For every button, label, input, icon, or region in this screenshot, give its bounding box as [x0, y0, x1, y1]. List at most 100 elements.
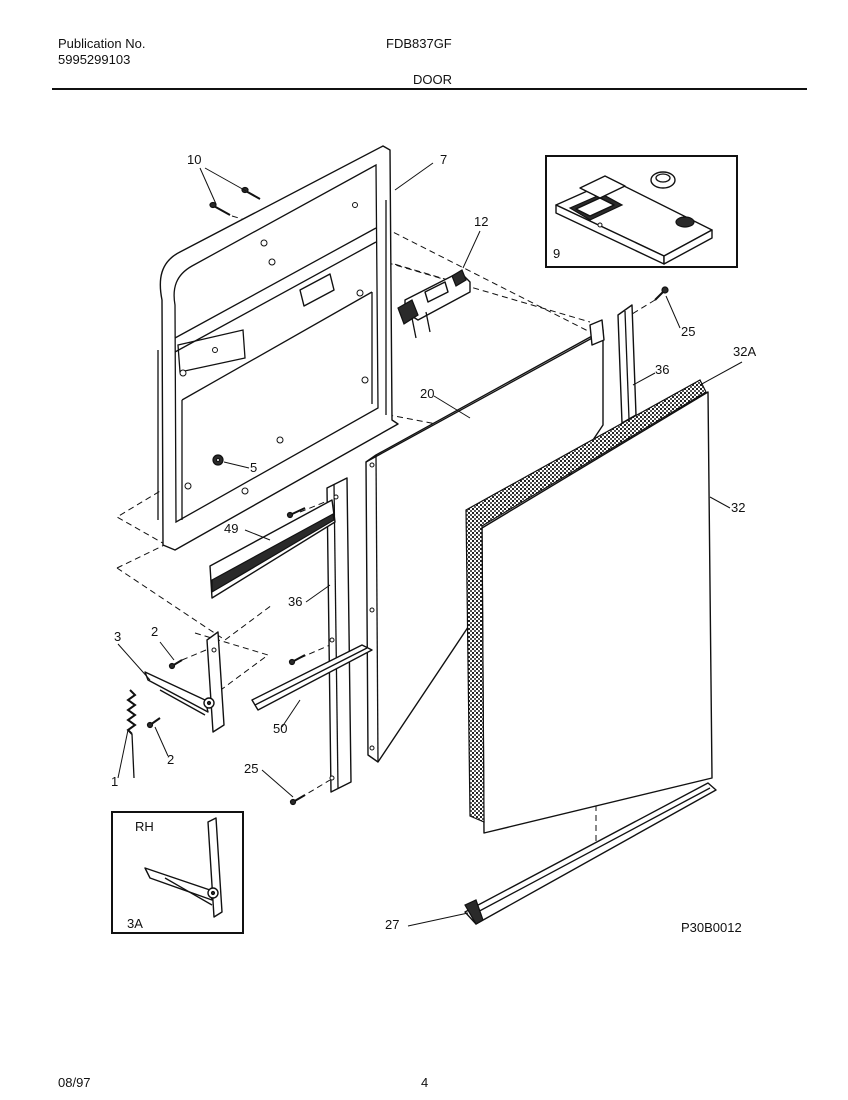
frame-opening-edge — [181, 291, 373, 401]
panel-hole — [369, 745, 375, 751]
callout-49: 49 — [224, 521, 238, 536]
bracket-part-36-right — [617, 304, 637, 424]
hinge-arm — [144, 671, 209, 713]
callout-10: 10 — [187, 152, 201, 167]
nut-part-5 — [212, 454, 224, 466]
leader-line — [462, 230, 481, 269]
callout-2-bottom: 2 — [167, 752, 174, 767]
hinge-pivot-center — [210, 890, 216, 896]
latch-pin — [425, 311, 431, 333]
projection-line — [116, 439, 246, 551]
panel-top-edge — [365, 336, 595, 463]
inset-side-label: RH — [135, 819, 154, 834]
page-footer: 08/97 4 — [58, 1075, 428, 1090]
dispenser-hole — [597, 222, 603, 228]
projection-line — [181, 649, 207, 661]
leader-line — [204, 167, 247, 192]
leader-line — [665, 295, 681, 329]
projection-line — [384, 227, 591, 333]
leader-line — [632, 372, 656, 386]
latch-block — [397, 299, 419, 325]
screw-head — [168, 662, 176, 670]
inner-door-frame — [157, 145, 399, 551]
projection-line — [631, 299, 656, 315]
callout-7: 7 — [440, 152, 447, 167]
leader-line — [407, 912, 469, 927]
hinge-plate — [206, 631, 225, 733]
frame-outline — [159, 145, 399, 551]
frame-inner-flange — [173, 163, 379, 524]
latch-slot — [424, 281, 449, 303]
publication-label: Publication No. — [58, 36, 145, 51]
bottom-trim-part-27 — [464, 782, 717, 925]
page-number: 4 — [421, 1075, 428, 1090]
strip-body — [326, 477, 352, 793]
callout-25-bottom: 25 — [244, 761, 258, 776]
strip-hole — [329, 775, 335, 781]
hinge-hole — [211, 647, 217, 653]
dispenser-inset — [545, 155, 738, 268]
leader-line — [433, 395, 471, 419]
callout-3: 3 — [114, 629, 121, 644]
screw-head — [209, 201, 217, 209]
strip-edge — [333, 483, 339, 789]
hinge-pivot-center — [206, 700, 212, 706]
side-screws — [146, 507, 306, 806]
trim-edge — [471, 787, 711, 916]
frame-beam-edge — [174, 227, 377, 339]
callout-27: 27 — [385, 917, 399, 932]
rinse-aid-opening — [675, 216, 695, 228]
rinse-aid-cap-top — [655, 173, 671, 183]
leader-lines — [117, 162, 743, 927]
nut-hole — [216, 458, 220, 462]
page-header: Publication No. 5995299103 FDB837GF DOOR — [52, 36, 807, 90]
hinge-plate — [207, 817, 223, 918]
panel-hole — [369, 607, 375, 613]
strip-edge — [254, 647, 368, 706]
callouts: 10 7 12 9 25 32A 36 20 5 32 49 36 3 2 50… — [111, 152, 756, 932]
callout-32a: 32A — [733, 344, 756, 359]
frame-slot — [299, 273, 335, 307]
projection-line — [231, 215, 456, 283]
spring-hook — [131, 733, 135, 779]
leader-line — [117, 643, 151, 681]
dispenser-lid — [579, 175, 626, 199]
figure-code: P30B0012 — [681, 920, 742, 935]
dispenser-cup-floor — [575, 197, 615, 217]
leader-line — [305, 584, 331, 603]
projection-line — [299, 499, 331, 513]
callout-20: 20 — [420, 386, 434, 401]
dispenser-latch-part-12 — [397, 269, 471, 339]
spring-coil — [126, 689, 137, 735]
inset-frame — [545, 155, 738, 268]
hinge-arm-edge — [159, 689, 206, 716]
leader-line — [261, 769, 294, 798]
screw-head — [661, 286, 669, 294]
hinge-part-3 — [144, 631, 225, 733]
frame-beam-edge — [174, 241, 377, 353]
projection-line — [194, 632, 270, 693]
latch-pin — [411, 317, 417, 339]
callout-9: 9 — [553, 246, 560, 261]
publication-number: 5995299103 — [58, 52, 130, 67]
latch-tab — [451, 269, 467, 287]
bracket-edge — [624, 310, 630, 420]
inset-frame — [111, 811, 244, 934]
frame-hole — [268, 258, 276, 266]
trim-end-cap — [464, 899, 484, 925]
gasket-part-32a — [465, 379, 707, 823]
screw-head — [146, 721, 154, 729]
frame-hole — [260, 239, 268, 247]
screw-head — [286, 511, 294, 519]
frame-hole — [276, 436, 284, 444]
leader-line — [281, 699, 301, 728]
callout-25-top: 25 — [681, 324, 695, 339]
leader-line — [709, 496, 731, 509]
leader-line — [699, 361, 743, 386]
callout-36-left: 36 — [288, 594, 302, 609]
callout-36-right: 36 — [655, 362, 669, 377]
frame-hole — [179, 369, 187, 377]
callout-1: 1 — [111, 774, 118, 789]
leader-line — [394, 162, 434, 191]
